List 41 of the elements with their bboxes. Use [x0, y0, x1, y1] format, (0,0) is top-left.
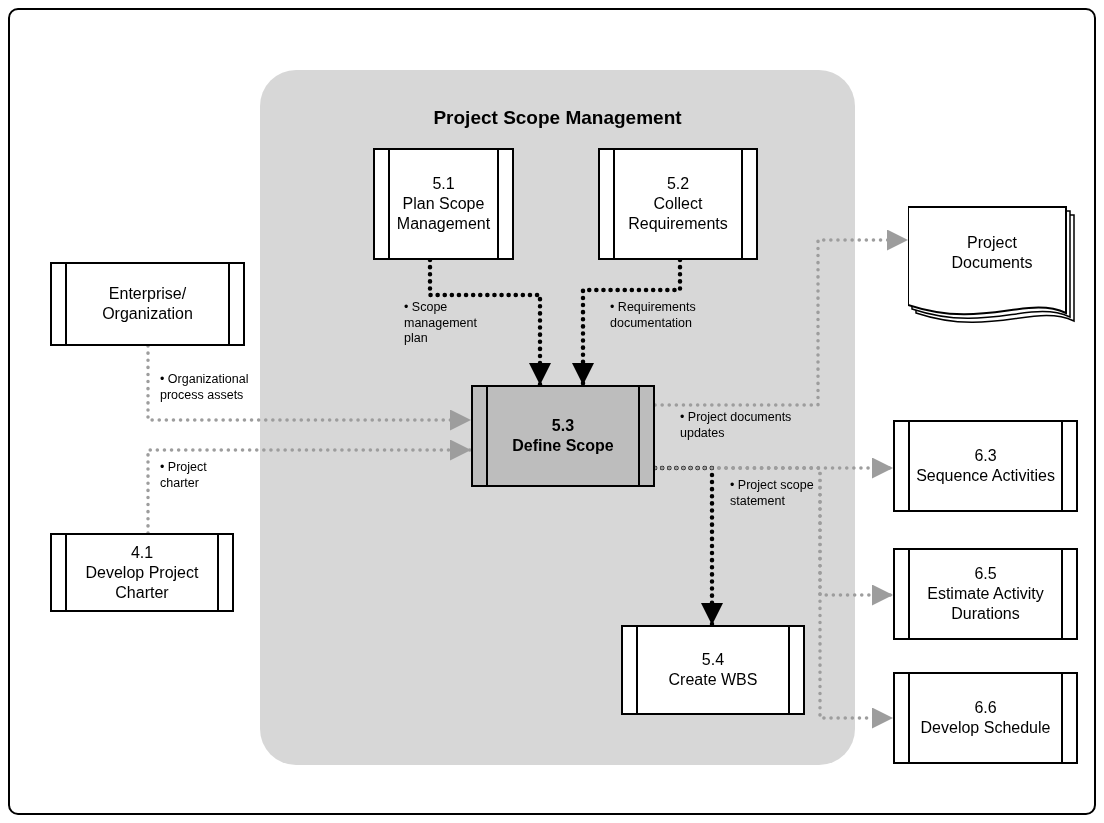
process-name: Develop Schedule [920, 718, 1051, 738]
process-box [471, 385, 655, 487]
dotted-arrow [427, 257, 552, 388]
process-number: 4.1 [129, 542, 155, 563]
edge-label: • Organizational process assets [160, 372, 250, 404]
edge-label: • Scope management plan [404, 300, 478, 347]
process-name: Estimate Activity Durations [926, 584, 1045, 624]
edge-label: • Project charter [160, 460, 208, 492]
process-number: 5.4 [700, 650, 726, 670]
process-name: Sequence Activities [916, 466, 1055, 486]
process-number: 5.1 [431, 174, 456, 194]
process-name: Project Documents [950, 233, 1034, 273]
dotted-arrow [571, 257, 683, 388]
process-box [373, 148, 514, 260]
edge-label: • Requirements documentation [610, 300, 697, 332]
dotted-arrow [653, 466, 895, 729]
process-number: 6.5 [973, 564, 998, 584]
process-number: 5.3 [550, 416, 576, 436]
process-box [50, 262, 245, 346]
dotted-arrow [653, 229, 910, 407]
process-box [598, 148, 758, 260]
process-name: Collect Requirements [627, 194, 729, 234]
process-box [893, 420, 1078, 512]
dotted-arrow [146, 439, 473, 535]
process-name: Develop Project Charter [84, 562, 200, 603]
process-number: 5.2 [665, 174, 691, 194]
dotted-arrow [146, 344, 473, 431]
group-title: Project Scope Management [432, 106, 683, 130]
process-name: Plan Scope Management [395, 194, 492, 234]
edge-label: • Project documents updates [680, 410, 793, 442]
process-number: 6.6 [973, 698, 998, 718]
process-box [893, 672, 1078, 764]
process-box [893, 548, 1078, 640]
group-band [260, 70, 855, 765]
process-number: 6.3 [973, 446, 998, 466]
process-name: Define Scope [512, 436, 614, 456]
process-box [621, 625, 805, 715]
process-box [50, 533, 234, 612]
edge-label: • Project scope statement [730, 478, 815, 510]
process-name: Enterprise/ Organization [101, 284, 194, 324]
process-name: Create WBS [668, 670, 758, 690]
